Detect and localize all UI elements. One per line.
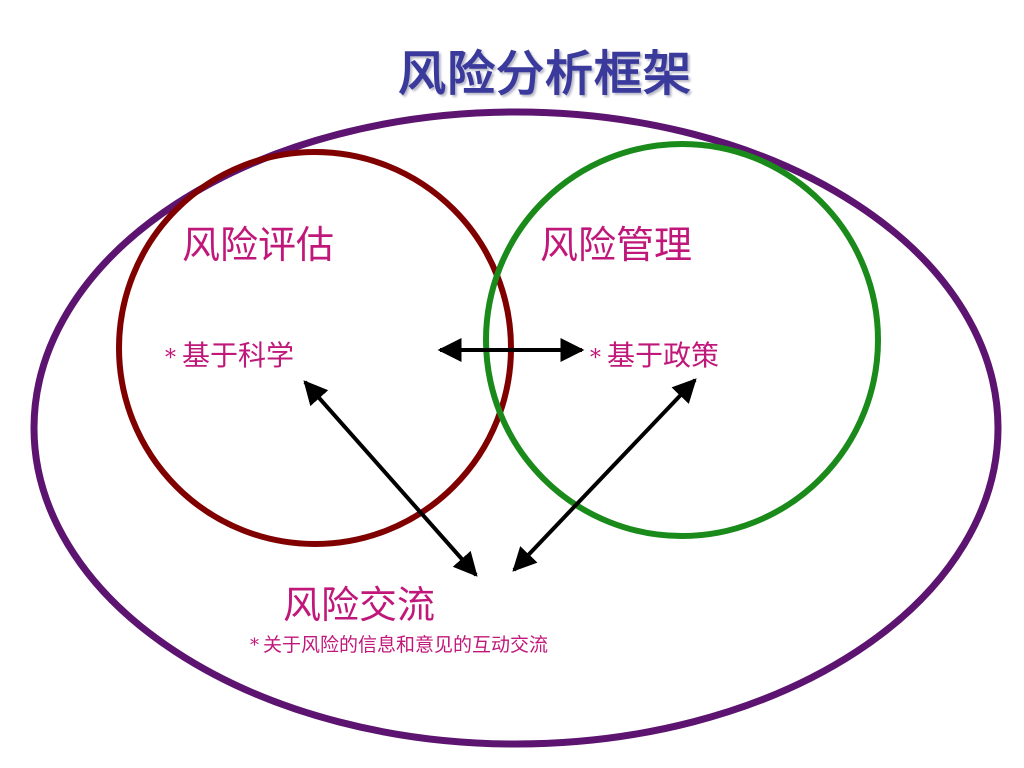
management-heading: 风险管理 xyxy=(540,223,693,267)
page-title: 风险分析框架 xyxy=(397,46,692,102)
communication-bullet: *关于风险的信息和意见的互动交流 xyxy=(250,630,548,657)
assessment-heading: 风险评估 xyxy=(182,223,335,267)
communication-bullet-text: 关于风险的信息和意见的互动交流 xyxy=(263,634,549,656)
communication-heading: 风险交流 xyxy=(283,583,436,627)
arrow-management-communication xyxy=(512,378,697,572)
assessment-bullet: *基于科学 xyxy=(165,334,294,374)
management-bullet: *基于政策 xyxy=(590,334,719,374)
assessment-bullet-text: 基于科学 xyxy=(182,339,295,372)
bullet-star: * xyxy=(165,346,176,371)
outer-ellipse xyxy=(30,108,1002,748)
bullet-star: * xyxy=(590,346,601,371)
arrow-assessment-communication xyxy=(303,380,478,577)
management-bullet-text: 基于政策 xyxy=(607,339,720,372)
bullet-star: * xyxy=(250,635,259,656)
